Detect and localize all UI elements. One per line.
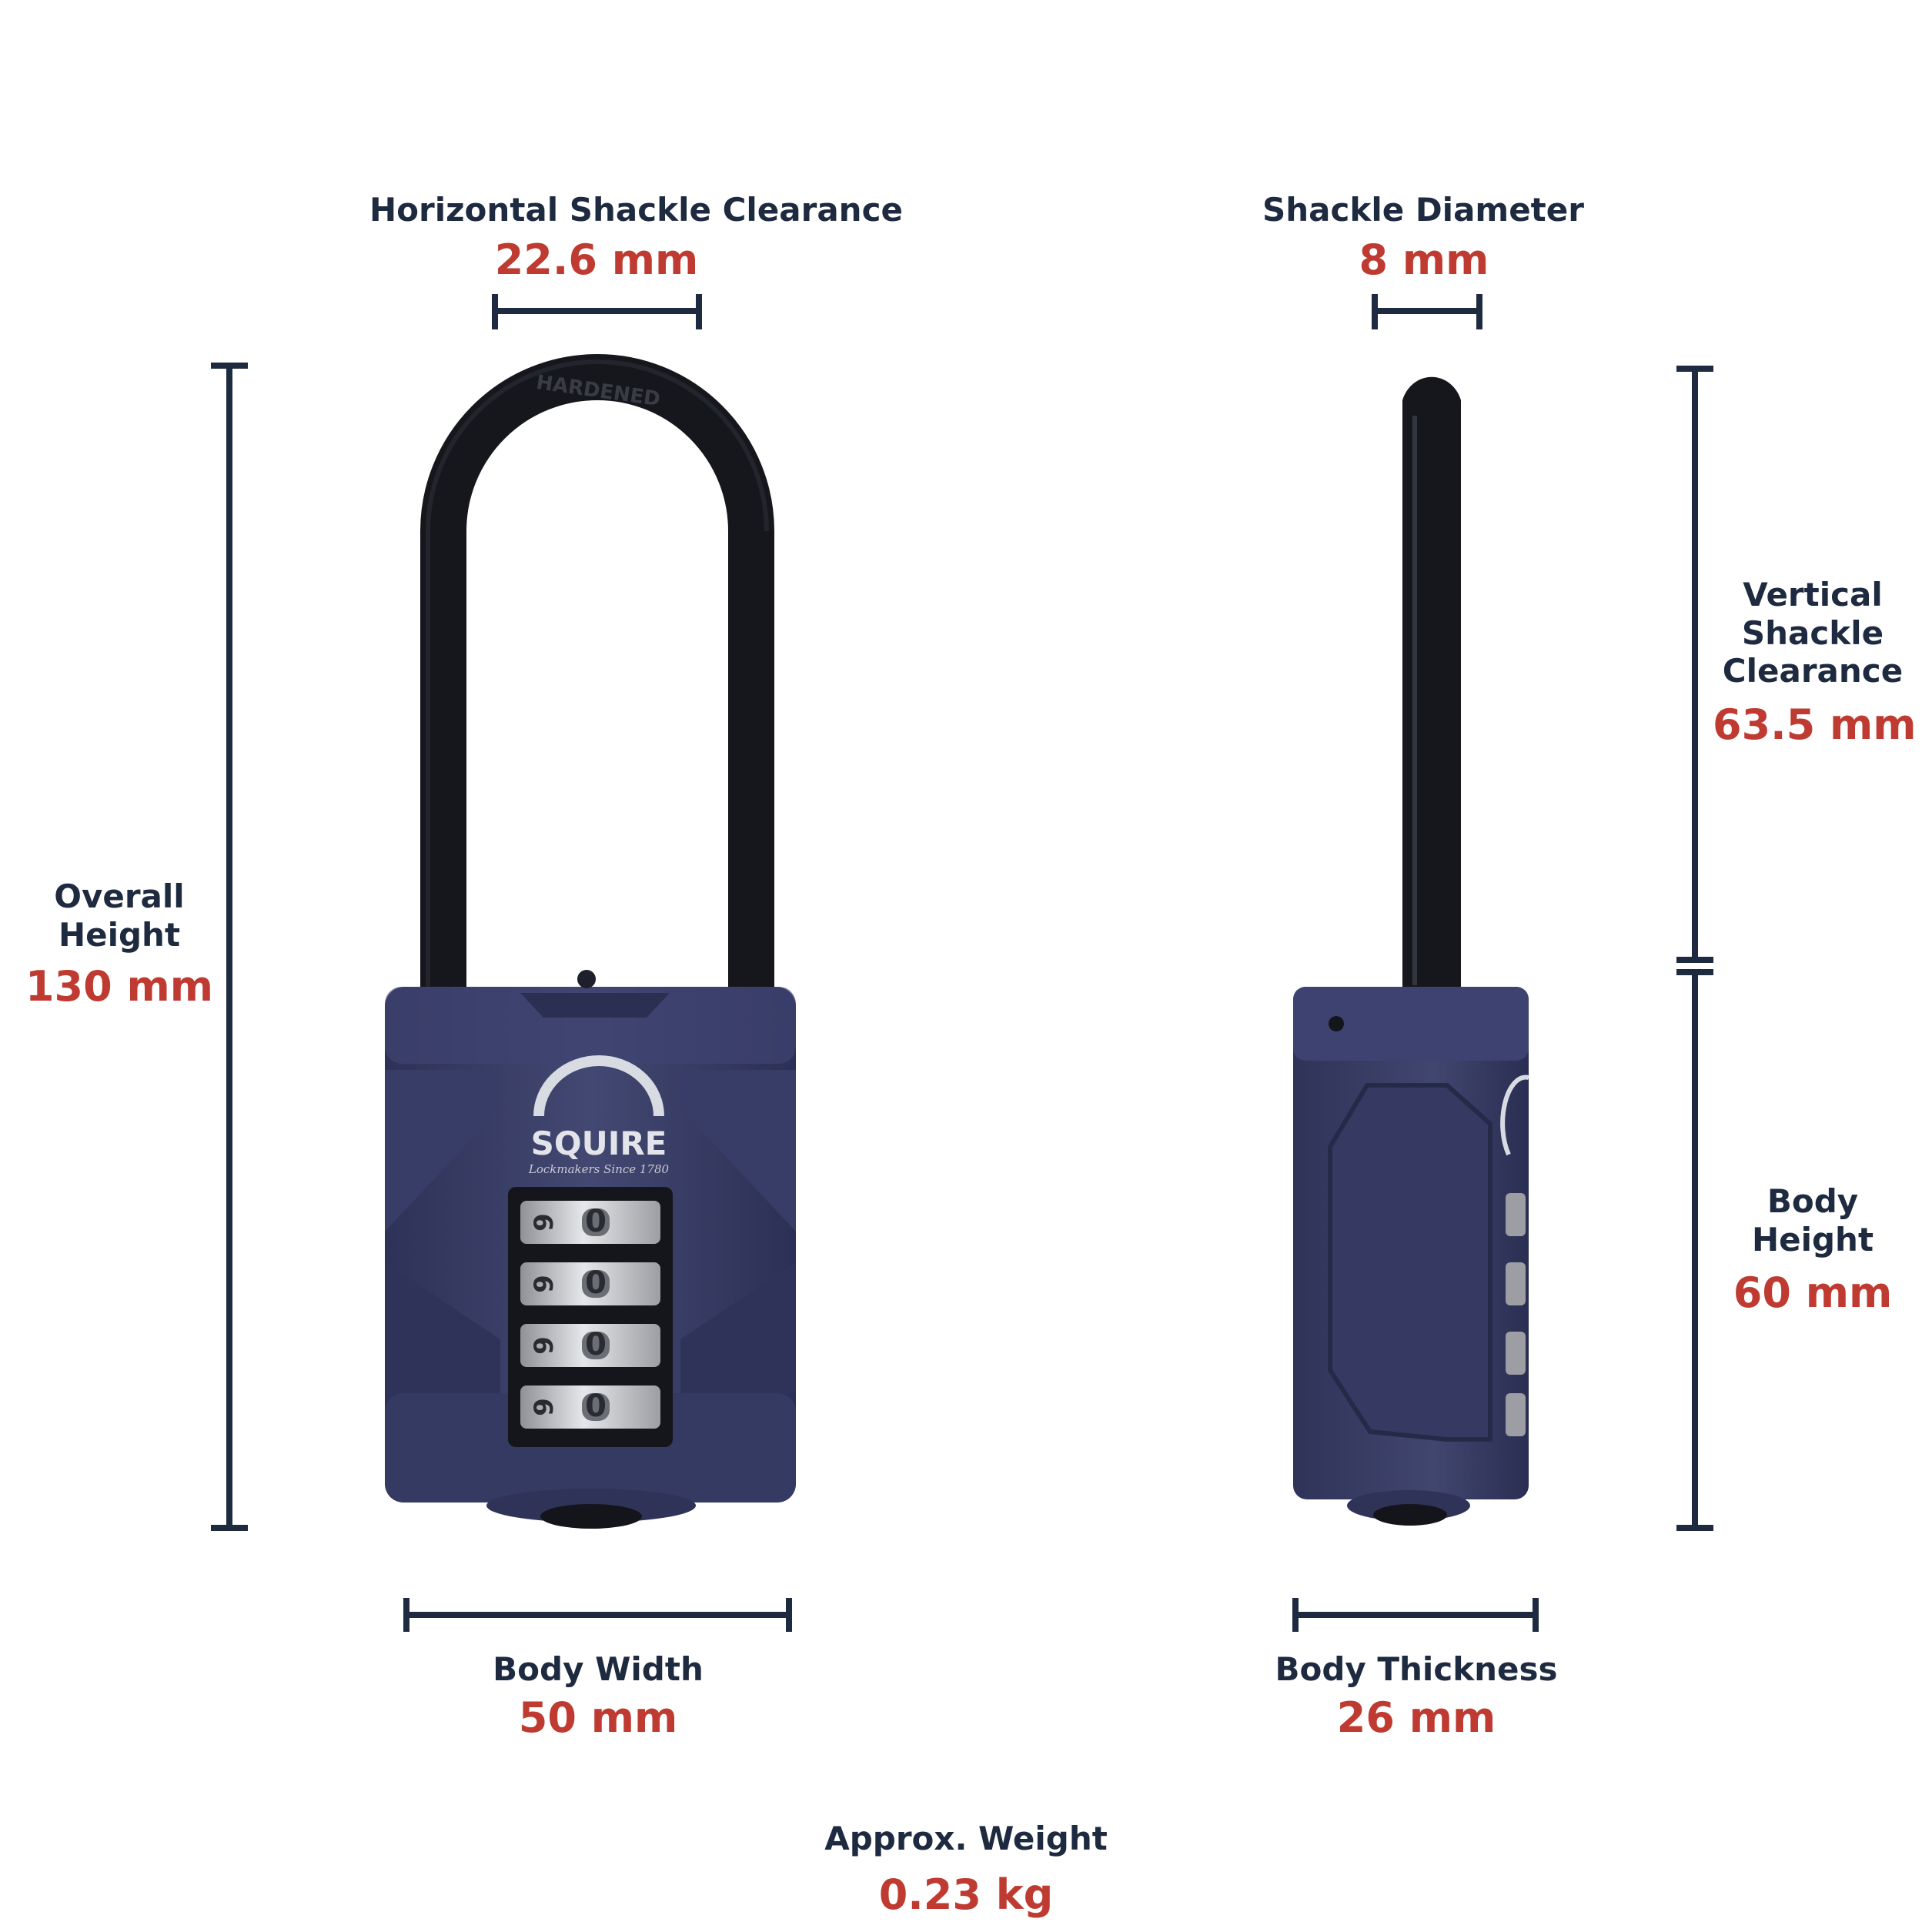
horizontal-shackle-clearance-value: 22.6 mm <box>494 236 699 284</box>
shackle-diameter-label: Shackle Diameter <box>1262 191 1584 229</box>
body-height-value: 60 mm <box>1733 1269 1893 1317</box>
vertical-shackle-clearance-line <box>1676 366 1713 963</box>
vertical-shackle-clearance-label: Vertical Shackle Clearance <box>1713 576 1913 690</box>
dial-digit: 0 <box>585 1389 607 1424</box>
overall-height-label-line-1: Overall <box>54 877 185 915</box>
dial-side-digit: 9 <box>529 1398 560 1416</box>
shackle-diameter-line <box>1372 294 1482 329</box>
body-width-value: 50 mm <box>518 1693 678 1742</box>
body-height-label-line-1: Body <box>1767 1182 1859 1220</box>
body-thickness-label: Body Thickness <box>1275 1650 1558 1688</box>
overall-height-label-line-2: Height <box>58 915 181 954</box>
vertical-shackle-clearance-value: 63.5 mm <box>1713 700 1917 749</box>
combination-dials: 0 9 0 9 0 9 0 9 <box>520 1201 660 1429</box>
dial-digit: 0 <box>585 1204 607 1239</box>
front-shackle <box>420 354 774 989</box>
overall-height-label: Overall Height <box>23 877 216 954</box>
dial-side-digit: 9 <box>529 1275 560 1293</box>
overall-height-line <box>211 363 248 1531</box>
dial-digit: 0 <box>585 1327 607 1362</box>
body-height-label-line-2: Height <box>1751 1220 1874 1258</box>
shackle-diameter-value: 8 mm <box>1359 236 1489 284</box>
overall-height-value: 130 mm <box>25 962 214 1011</box>
body-width-line <box>403 1598 792 1632</box>
dial-side-digit: 9 <box>529 1213 560 1232</box>
horizontal-shackle-clearance-label: Horizontal Shackle Clearance <box>369 191 903 229</box>
vertical-shackle-clearance-label-line-2: Shackle <box>1741 613 1884 652</box>
brand-logo: SQUIRE <box>531 1125 667 1162</box>
body-thickness-value: 26 mm <box>1336 1693 1496 1742</box>
dial-side-digit: 9 <box>529 1336 560 1355</box>
body-thickness-line <box>1292 1598 1539 1632</box>
vertical-shackle-clearance-label-line-3: Clearance <box>1722 652 1904 690</box>
approx-weight-label: Approx. Weight <box>824 1820 1108 1857</box>
combination-dial-window <box>508 1187 673 1447</box>
brand-tagline: Lockmakers Since 1780 <box>528 1162 670 1176</box>
side-recess-panel <box>1328 1083 1492 1442</box>
body-height-label: Body Height <box>1713 1182 1913 1258</box>
side-shackle <box>1402 376 1461 989</box>
body-height-line <box>1676 969 1713 1531</box>
vertical-shackle-clearance-label-line-1: Vertical <box>1743 576 1883 613</box>
dial-digit: 0 <box>585 1265 607 1301</box>
horizontal-shackle-clearance-line <box>492 294 702 329</box>
approx-weight-value: 0.23 kg <box>878 1870 1054 1919</box>
squire-logo-arch <box>533 1055 664 1117</box>
body-width-label: Body Width <box>493 1650 704 1688</box>
